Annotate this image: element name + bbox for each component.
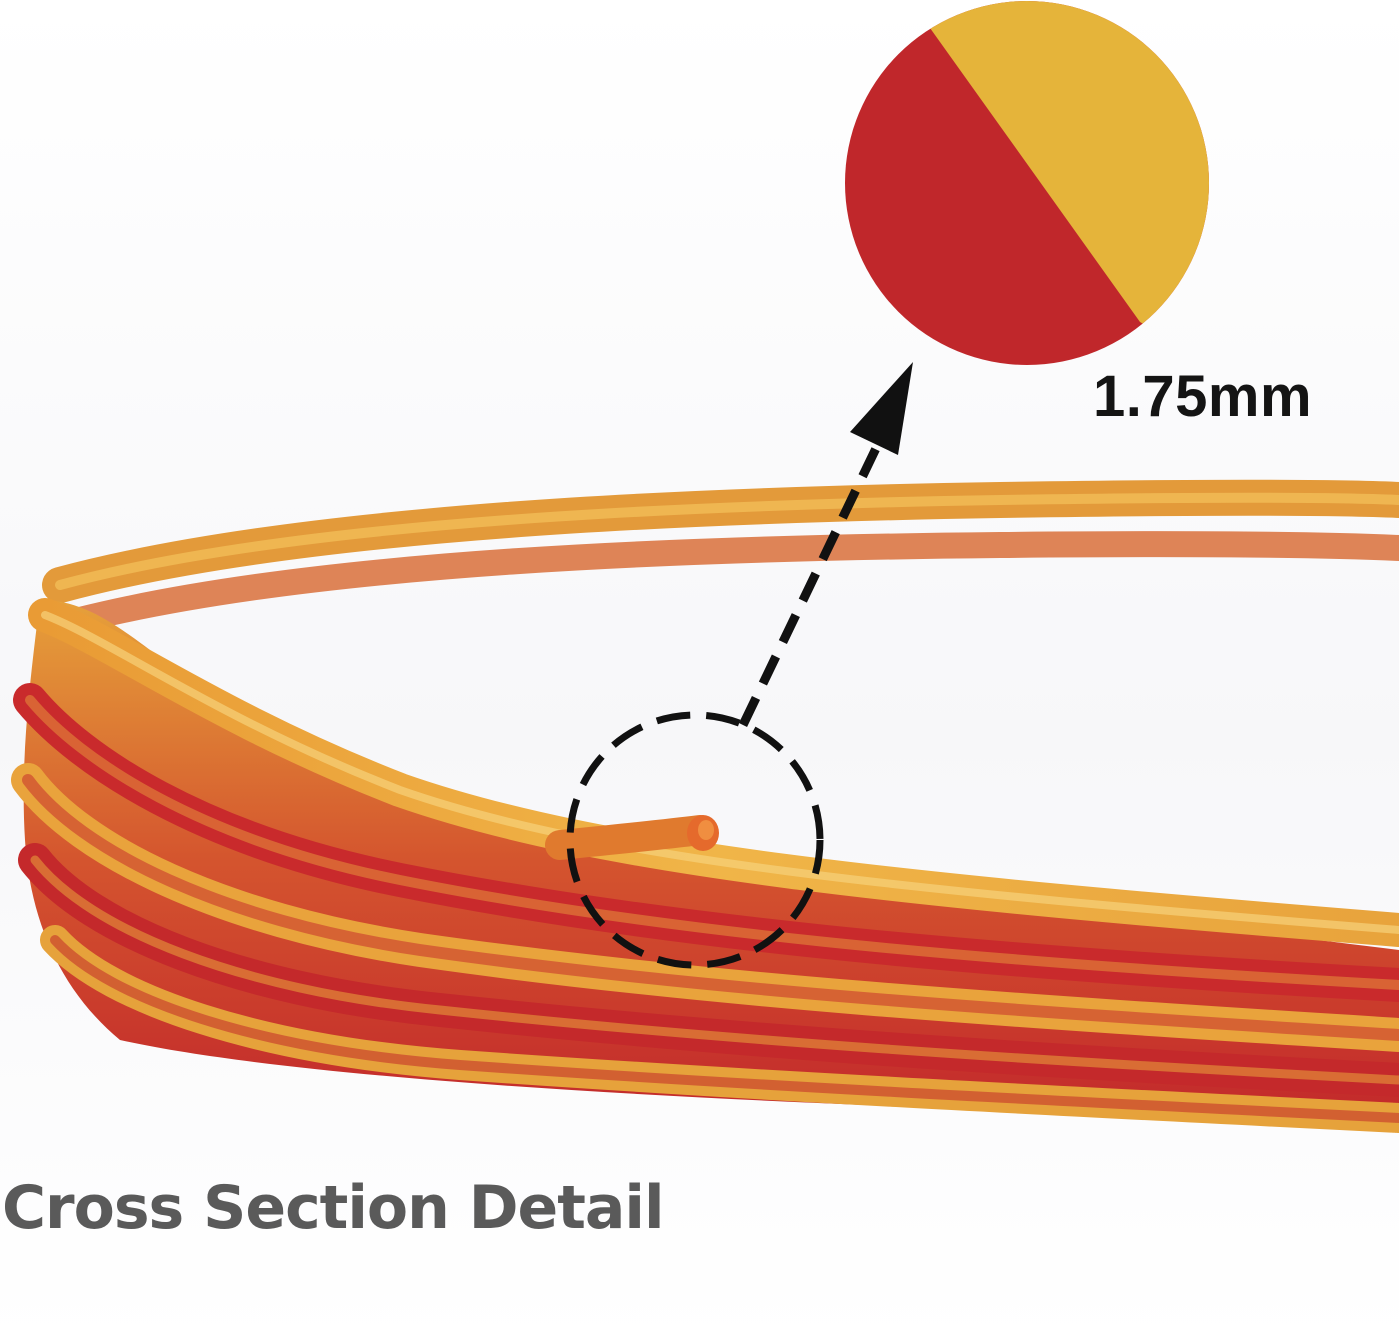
diameter-label: 1.75mm [1093,364,1313,429]
filament-coil [11,479,1399,1133]
magnifier-ring [566,711,824,969]
pointer-arrow [738,362,913,727]
cross-section-circle [845,1,1209,365]
caption-title: Cross Section Detail [2,1173,665,1243]
